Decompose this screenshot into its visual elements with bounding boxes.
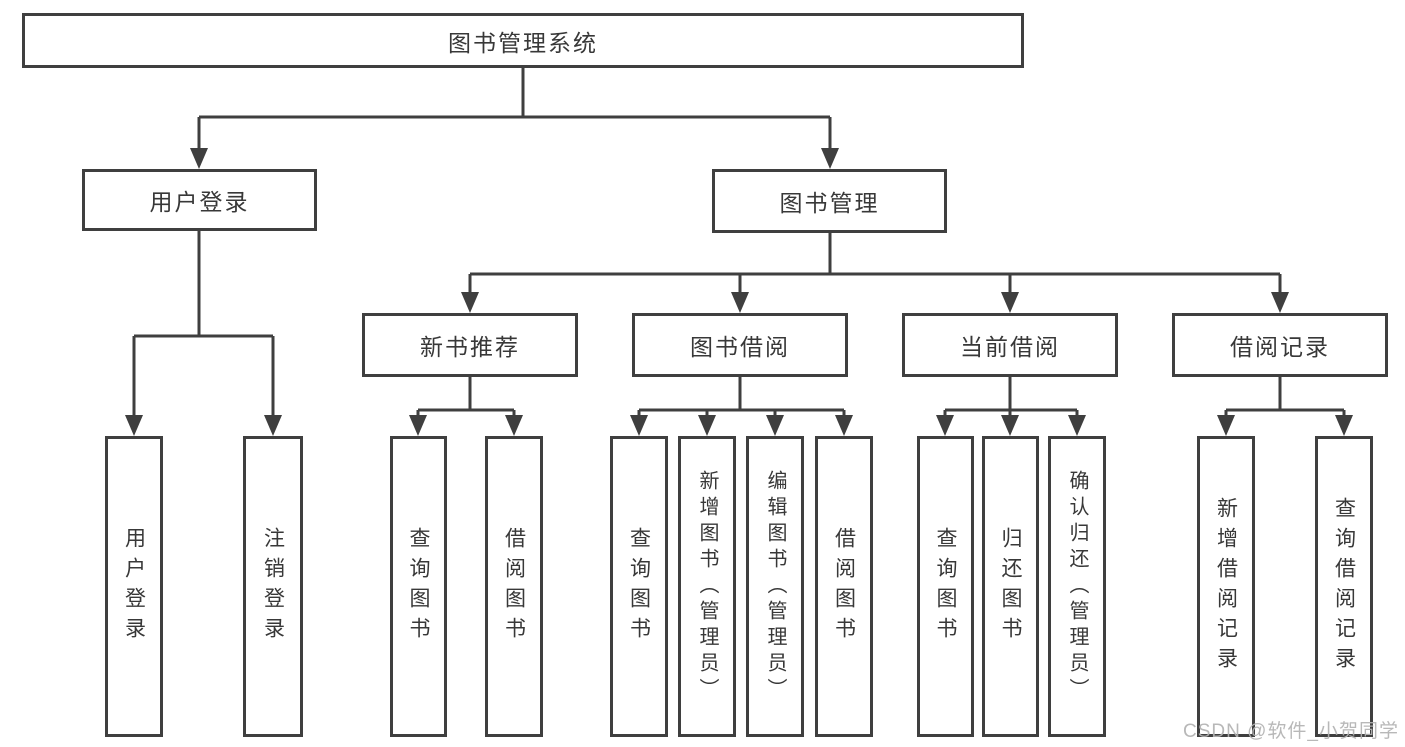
branch-user-login: 用户登录 (82, 169, 317, 231)
leaf-borrow-books-borrowing: 借阅图书 (815, 436, 873, 737)
leaf-add-borrow-record-label: 新增借阅记录 (1214, 496, 1238, 677)
branch-new-book-recommend-label: 新书推荐 (420, 334, 520, 360)
branch-new-book-recommend: 新书推荐 (362, 313, 578, 377)
leaf-borrow-books-recommend-label: 借阅图书 (502, 526, 526, 647)
leaf-user-login-label: 用户登录 (122, 526, 146, 647)
branch-borrowing-records: 借阅记录 (1172, 313, 1388, 377)
branch-current-borrowing: 当前借阅 (902, 313, 1118, 377)
csdn-watermark: CSDN @软件_小贺同学 (1183, 721, 1399, 742)
leaf-query-books-current: 查询图书 (917, 436, 974, 737)
leaf-return-books: 归还图书 (982, 436, 1039, 737)
root-node-library-system: 图书管理系统 (22, 13, 1024, 68)
branch-user-login-label: 用户登录 (149, 189, 250, 215)
branch-book-management-label: 图书管理 (779, 190, 880, 216)
leaf-query-borrow-record: 查询借阅记录 (1315, 436, 1373, 737)
leaf-logout: 注销登录 (243, 436, 303, 737)
branch-current-borrowing-label: 当前借阅 (960, 334, 1060, 360)
branch-book-borrowing: 图书借阅 (632, 313, 848, 377)
leaf-query-books-recommend: 查询图书 (390, 436, 447, 737)
leaf-edit-book-admin: 编辑图书（管理员） (746, 436, 804, 737)
leaf-query-borrow-record-label: 查询借阅记录 (1332, 496, 1356, 677)
leaf-query-books-recommend-label: 查询图书 (407, 526, 430, 647)
leaf-query-books-current-label: 查询图书 (934, 526, 957, 647)
leaf-borrow-books-recommend: 借阅图书 (485, 436, 543, 737)
leaf-user-login: 用户登录 (105, 436, 163, 737)
leaf-confirm-return-admin: 确认归还（管理员） (1048, 436, 1106, 737)
root-node-label: 图书管理系统 (448, 29, 598, 56)
leaf-query-books-borrowing-label: 查询图书 (627, 526, 651, 647)
branch-borrowing-records-label: 借阅记录 (1230, 334, 1330, 360)
leaf-add-borrow-record: 新增借阅记录 (1197, 436, 1255, 737)
leaf-query-books-borrowing: 查询图书 (610, 436, 668, 737)
leaf-confirm-return-admin-label: 确认归还（管理员） (1066, 469, 1088, 704)
branch-book-borrowing-label: 图书借阅 (690, 334, 790, 360)
leaf-borrow-books-borrowing-label: 借阅图书 (832, 526, 856, 647)
leaf-add-book-admin-label: 新增图书（管理员） (696, 469, 718, 704)
branch-book-management: 图书管理 (712, 169, 947, 233)
leaf-add-book-admin: 新增图书（管理员） (678, 436, 736, 737)
leaf-logout-label: 注销登录 (261, 526, 285, 647)
leaf-return-books-label: 归还图书 (999, 526, 1022, 647)
leaf-edit-book-admin-label: 编辑图书（管理员） (764, 469, 786, 704)
